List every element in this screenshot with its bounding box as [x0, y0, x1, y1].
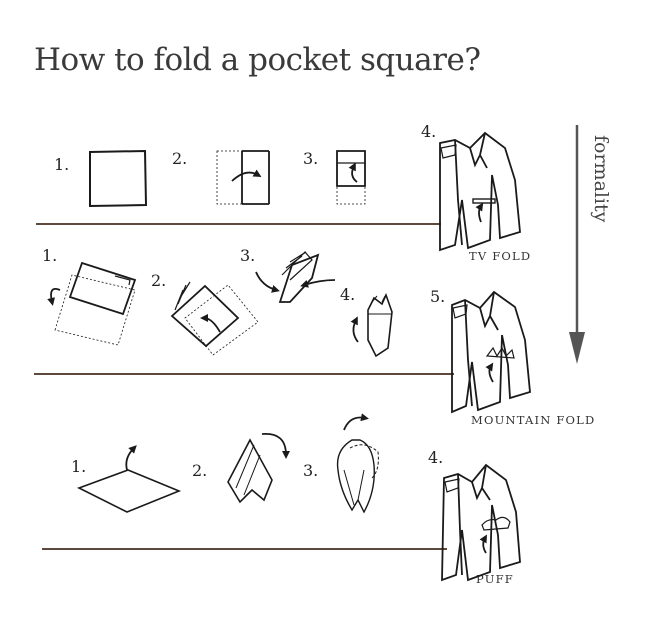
puff-step-2-number: 2. — [192, 461, 208, 480]
mountain-jacket-icon — [451, 290, 531, 414]
puff-step-1-fold — [76, 445, 182, 513]
puff-fold-label: PUFF — [476, 572, 514, 586]
mountain-step-1-number: 1. — [42, 246, 58, 265]
puff-step-2-fold — [227, 432, 290, 504]
puff-divider — [42, 548, 447, 550]
mountain-step-5-number: 5. — [430, 287, 446, 306]
tv-step-3-fold — [336, 150, 366, 205]
tv-jacket-icon — [439, 131, 521, 252]
tv-step-4-number: 4. — [421, 122, 437, 141]
page-title: How to fold a pocket square? — [34, 42, 481, 78]
puff-step-3-fold — [336, 413, 379, 514]
tv-step-2-fold — [216, 150, 270, 205]
tv-step-2-number: 2. — [172, 149, 188, 168]
puff-step-3-number: 3. — [303, 461, 319, 480]
puff-jacket-icon — [441, 463, 521, 582]
tv-step-3-number: 3. — [303, 149, 319, 168]
tv-step-1-number: 1. — [54, 155, 70, 174]
puff-step-4-number: 4. — [428, 448, 444, 467]
mountain-step-3-fold — [255, 251, 336, 303]
tv-step-1-square — [89, 149, 148, 208]
mountain-fold-label: MOUNTAIN FOLD — [471, 413, 596, 427]
mountain-step-2-number: 2. — [151, 271, 167, 290]
tv-fold-divider — [36, 223, 441, 225]
puff-step-1-number: 1. — [71, 457, 87, 476]
mountain-step-2-fold — [170, 281, 259, 356]
mountain-step-1-fold — [47, 261, 137, 346]
tv-fold-label: TV FOLD — [469, 249, 532, 263]
formality-label: formality — [590, 135, 612, 223]
mountain-step-4-number: 4. — [340, 285, 356, 304]
mountain-fold-divider — [34, 373, 454, 375]
mountain-step-4-fold — [350, 292, 393, 358]
mountain-step-3-number: 3. — [240, 246, 256, 265]
